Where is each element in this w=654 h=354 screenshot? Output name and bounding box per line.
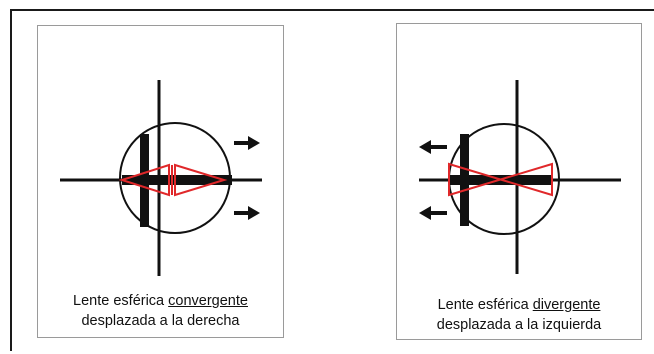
lens-outline-right-half [174,163,228,197]
caption-prefix: Lente esférica [73,293,169,309]
caption-keyword: divergente [532,297,601,313]
diverging-lens-diagram [419,80,621,274]
caption-line-2: desplazada a la derecha [81,313,240,329]
caption-prefix: Lente esférica [437,297,533,313]
converging-lens-diagram [60,80,262,276]
lens-outline-bowtie [448,162,553,197]
converging-lens-panel: Lente esférica convergente desplazada a … [37,25,284,338]
lens-circle [119,122,231,234]
arrow-left-icon [419,140,447,154]
figure-frame [10,9,654,351]
caption-line-2: desplazada a la izquierda [436,317,602,333]
arrow-left-icon [419,206,447,220]
caption-line-1: Lente esférica convergente [38,292,283,310]
arrow-right-icon [234,136,260,150]
caption-line-1: Lente esférica divergente [397,296,641,314]
caption-keyword: convergente [168,293,248,309]
arrow-right-icon [234,206,260,220]
thick-horizontal-bar [122,175,232,185]
diverging-lens-panel: Lente esférica divergente desplazada a l… [396,23,642,340]
lens-outline-left-half [118,163,170,197]
